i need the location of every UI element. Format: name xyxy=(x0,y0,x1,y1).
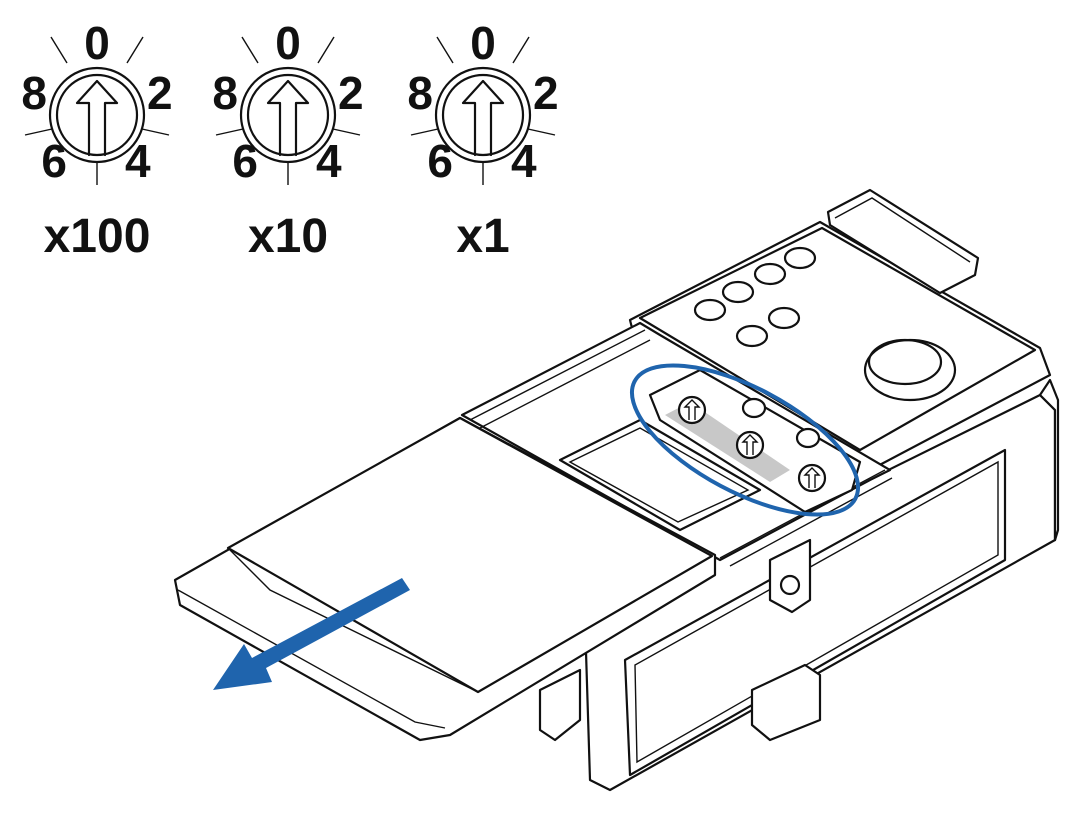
switch-label-0: 0 xyxy=(275,17,301,69)
switch-label-2: 2 xyxy=(338,67,364,119)
multiplier-label: x10 xyxy=(248,210,328,263)
switch-label-8: 8 xyxy=(407,67,433,119)
multiplier-label: x1 xyxy=(456,210,509,263)
switch-label-0: 0 xyxy=(84,17,110,69)
inner-compartment xyxy=(558,418,762,532)
switch-dial-icon xyxy=(239,66,337,164)
push-button-icon xyxy=(863,338,957,402)
switch-label-8: 8 xyxy=(212,67,238,119)
led-indicator-icon xyxy=(693,246,817,348)
housing-front-panel xyxy=(623,448,1007,777)
slide-cover-arrow-icon xyxy=(213,578,410,690)
switch-label-6: 6 xyxy=(232,135,258,187)
switch-label-8: 8 xyxy=(21,67,47,119)
switch-label-4: 4 xyxy=(316,135,342,187)
device-illustration xyxy=(173,188,1060,792)
dial-pointer-icon xyxy=(266,79,310,157)
switch-label-6: 6 xyxy=(41,135,67,187)
switch-label-4: 4 xyxy=(125,135,151,187)
switch-dial-icon xyxy=(48,66,146,164)
rotary-switch-x10: 0 2 4 6 8 x10 xyxy=(212,17,363,263)
connector-block xyxy=(826,188,980,295)
rotary-switch-x100: 0 2 4 6 8 x100 xyxy=(21,17,172,263)
dial-pointer-icon xyxy=(461,79,505,157)
switch-label-0: 0 xyxy=(470,17,496,69)
dial-pointer-icon xyxy=(75,79,119,157)
switch-label-2: 2 xyxy=(147,67,173,119)
housing-right-face xyxy=(1038,378,1060,542)
mini-rotary-switch-x10 xyxy=(735,430,765,460)
switch-dial-icon xyxy=(434,66,532,164)
mini-knob-icon xyxy=(741,397,821,449)
switch-label-2: 2 xyxy=(533,67,559,119)
rotary-switch-x1: 0 2 4 6 8 x1 xyxy=(407,17,558,263)
multiplier-label: x100 xyxy=(44,210,151,263)
switch-label-4: 4 xyxy=(511,135,537,187)
highlight-ellipse xyxy=(629,363,861,517)
switch-label-6: 6 xyxy=(427,135,453,187)
mini-rotary-switch-x1 xyxy=(797,463,827,493)
mini-rotary-switch-x100 xyxy=(677,395,707,425)
